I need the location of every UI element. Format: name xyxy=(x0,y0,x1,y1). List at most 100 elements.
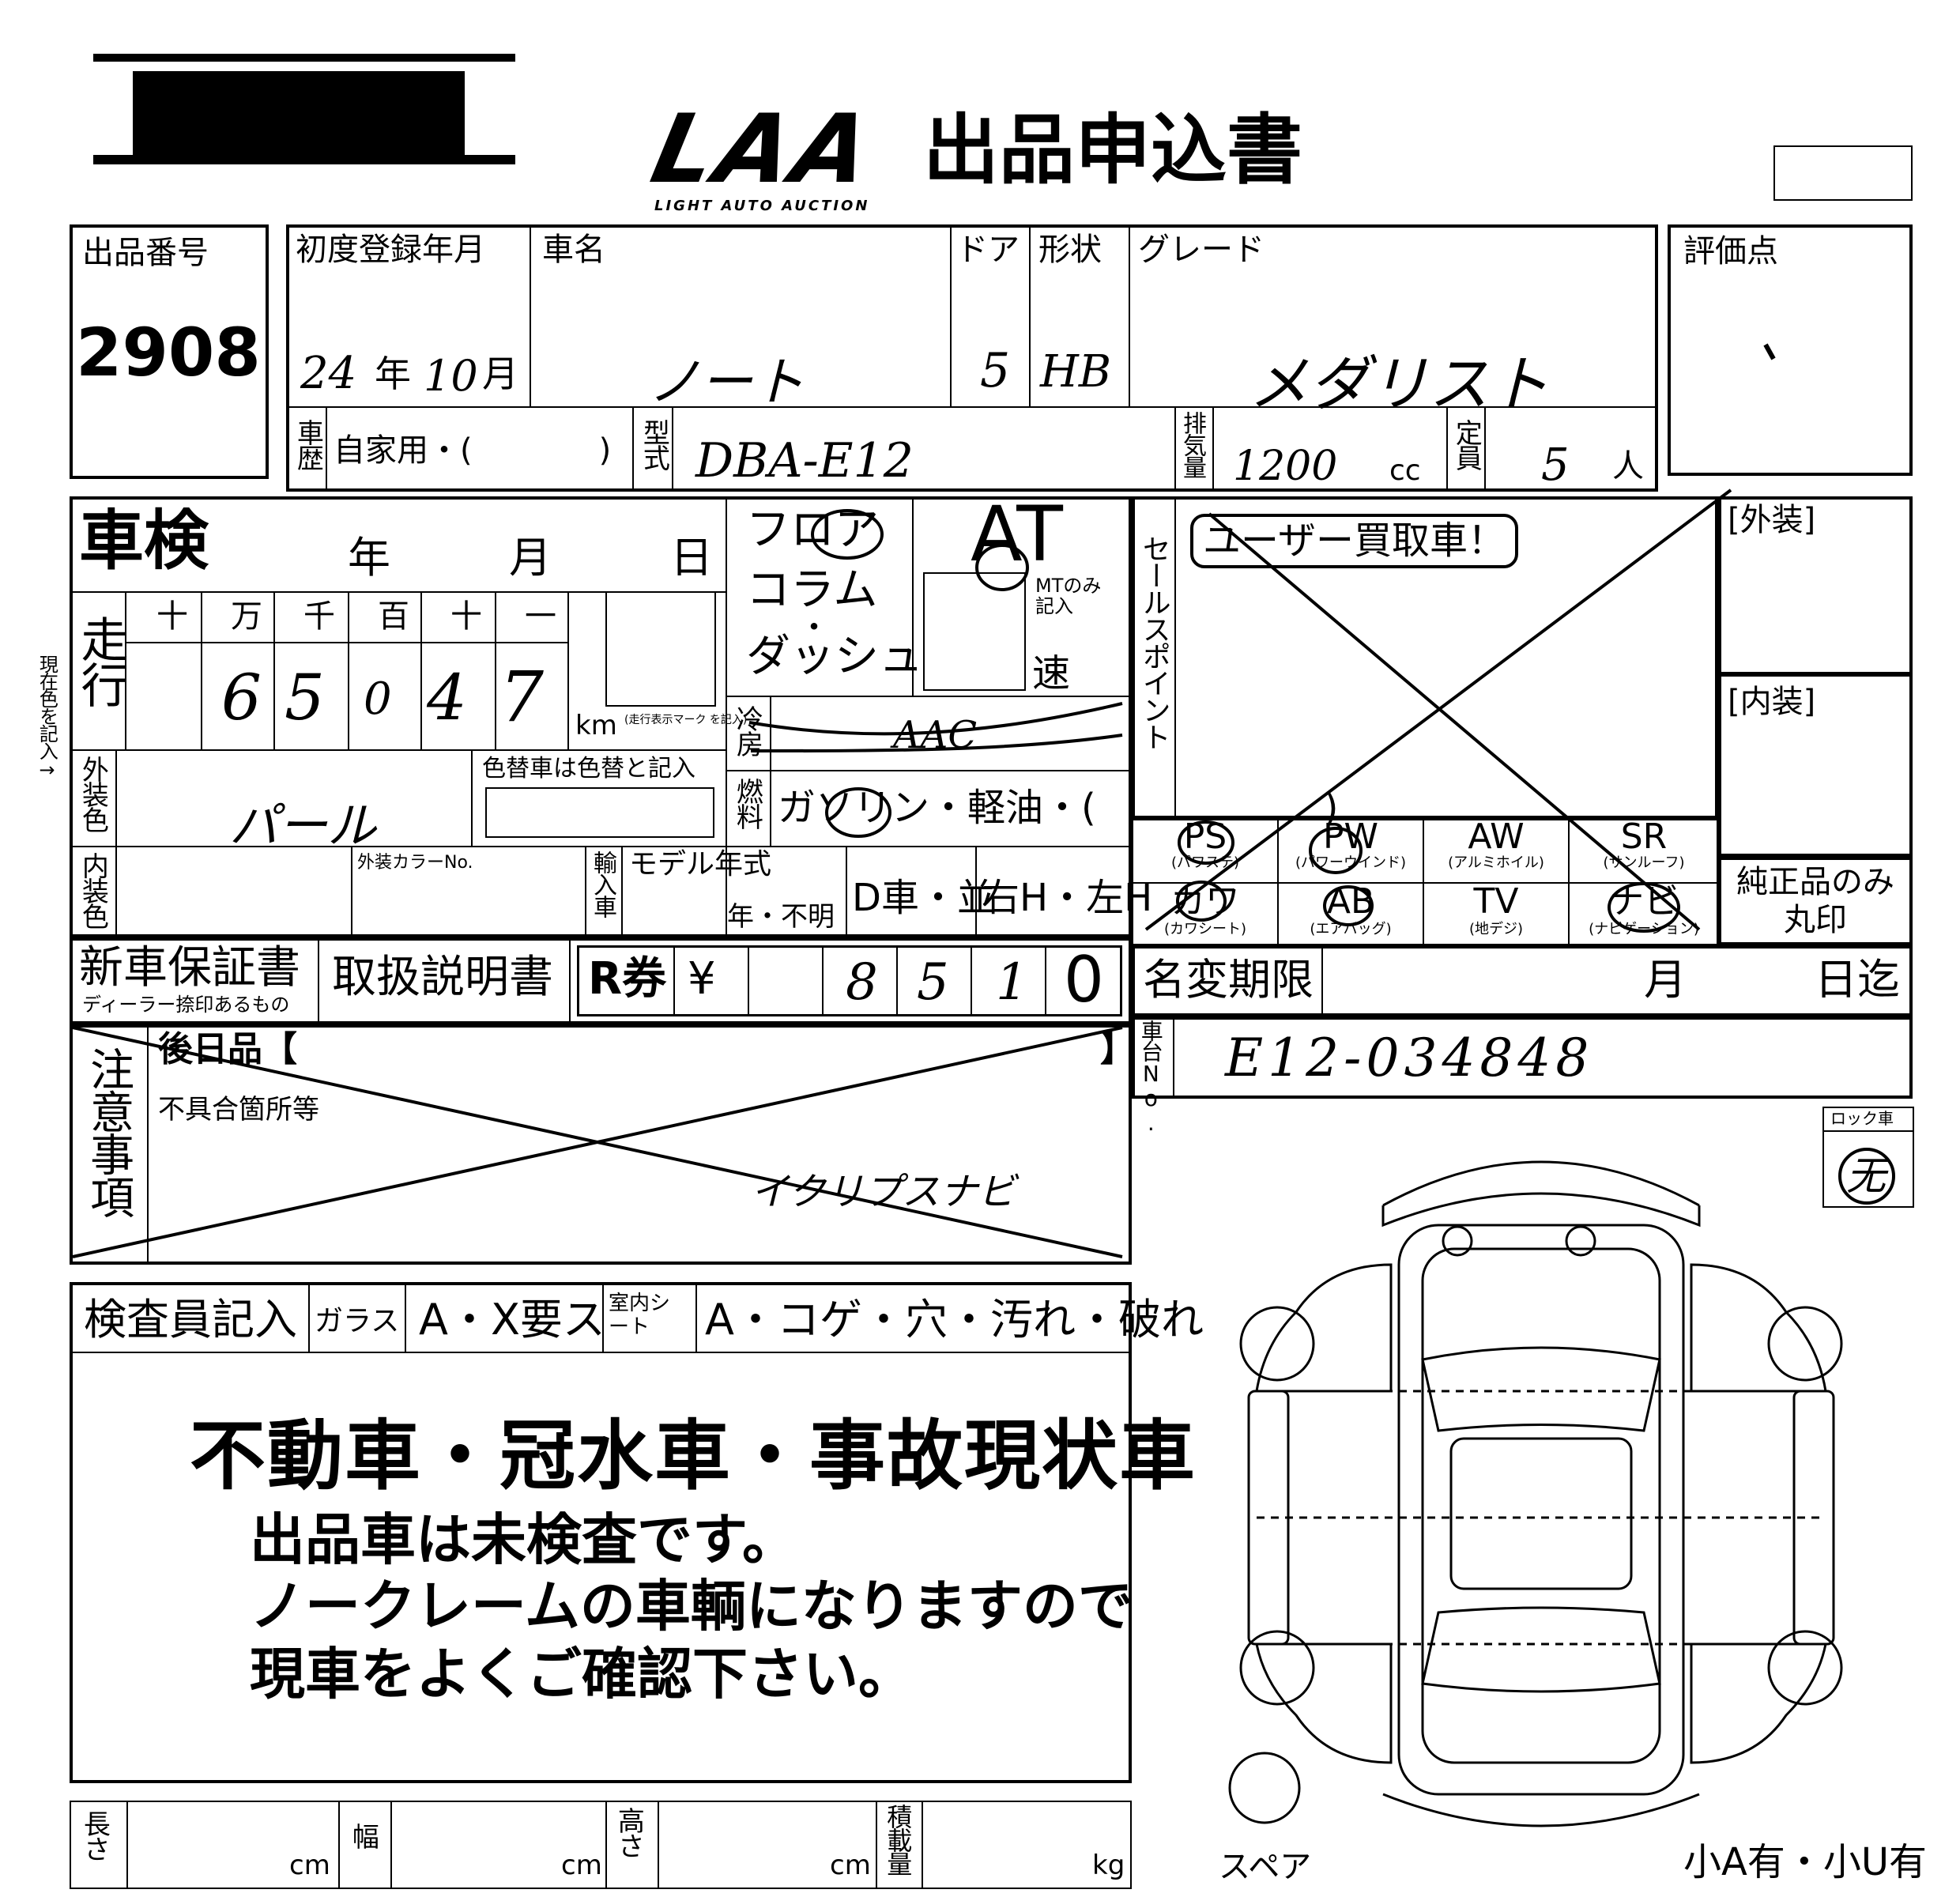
notes-bracket-close: 】 xyxy=(1100,1029,1135,1069)
seat-options[interactable]: A・コゲ・穴・汚れ・破れ xyxy=(705,1295,1204,1344)
shaken-year-unit: 年 xyxy=(348,533,390,583)
mileage-digit-5: 7 xyxy=(499,656,544,737)
capacity-unit: 人 xyxy=(1612,448,1644,485)
inspector-label: 検査員記入 xyxy=(84,1295,297,1344)
mt-note: MTのみ 記入 xyxy=(1035,575,1102,618)
warranty-sub: ディーラー捺印あるもの xyxy=(82,994,290,1016)
registration-label: 初度登録年月 xyxy=(296,232,485,268)
equip-sr[interactable]: SR (サンルーフ) xyxy=(1571,819,1717,871)
shift-dot: ・ xyxy=(798,609,830,646)
notes-later: 後日品【 xyxy=(158,1029,297,1069)
model-value: DBA-E12 xyxy=(695,433,914,488)
mileage-unit: km xyxy=(575,710,617,741)
equip-aw-sub: (アルミホイル) xyxy=(1448,854,1544,871)
glass-label: ガラス xyxy=(315,1305,400,1337)
redacted-stamp xyxy=(93,54,515,164)
shift-column[interactable]: コラム xyxy=(746,564,878,616)
documents-row xyxy=(70,937,1132,1024)
exterior-color-value: パール xyxy=(229,797,377,854)
equip-kawa-code: カワ xyxy=(1170,881,1240,922)
warranty-label: 新車保証書 xyxy=(79,942,300,994)
shaken-box xyxy=(70,496,1132,937)
spare-tire xyxy=(1228,1752,1301,1824)
vehicle-info-box xyxy=(286,224,1658,492)
recycle-digit-3: 5 xyxy=(917,953,949,1012)
door-value: 5 xyxy=(980,343,1011,398)
door-label: ドア xyxy=(956,232,1020,268)
dim-load-label: 積載量 xyxy=(883,1804,914,1875)
shaken-month-unit: 月 xyxy=(509,533,552,583)
history-value: 自家用・( ) xyxy=(334,432,612,469)
equip-ab-sub: (エアバッグ) xyxy=(1310,921,1392,937)
recycle-currency: ¥ xyxy=(688,953,716,1005)
registration-year-unit: 年 xyxy=(375,353,411,395)
interior-color-label: 内装色 xyxy=(77,852,109,928)
equip-tv[interactable]: TV (地デジ) xyxy=(1426,882,1566,937)
chassis-label: 車台No. xyxy=(1137,1020,1164,1134)
spare-label: スペア xyxy=(1219,1849,1312,1885)
mileage-label: 走行 xyxy=(73,615,128,707)
equip-navi-code: ナビ xyxy=(1609,881,1679,922)
lock-value: 无 xyxy=(1846,1153,1886,1199)
lot-label: 出品番号 xyxy=(82,235,209,271)
registration-month-unit: 月 xyxy=(482,353,518,395)
warning-line2: 出品車は未検査です。 xyxy=(250,1507,797,1572)
recycle-label: R券 xyxy=(588,953,667,1005)
transfer-box xyxy=(1132,945,1913,1016)
glass-options[interactable]: A・X要ス xyxy=(419,1295,605,1344)
car-name-label: 車名 xyxy=(542,232,605,268)
equip-aw[interactable]: AW (アルミホイル) xyxy=(1426,819,1566,871)
equip-sr-sub: (サンルーフ) xyxy=(1603,854,1685,871)
shift-at[interactable]: AT xyxy=(971,490,1063,579)
mt-box xyxy=(923,572,1026,691)
transfer-day: 日迄 xyxy=(1815,955,1900,1005)
shaken-day-unit: 日 xyxy=(670,533,713,583)
equip-navi[interactable]: ナビ (ナビゲーション) xyxy=(1571,882,1717,937)
dim-length-unit: cm xyxy=(289,1850,330,1881)
transfer-label: 名変期限 xyxy=(1143,955,1314,1005)
logo-text: LAA xyxy=(643,95,884,205)
recycle-box xyxy=(577,945,1122,1016)
dim-width-unit: cm xyxy=(561,1850,602,1881)
dim-height-unit: cm xyxy=(830,1850,871,1881)
equip-pw[interactable]: PW (パワーウインド) xyxy=(1280,819,1421,871)
equip-tv-sub: (地デジ) xyxy=(1468,921,1524,937)
equip-sr-code: SR xyxy=(1620,817,1668,857)
lot-number: 2908 xyxy=(76,314,261,391)
repaint-box xyxy=(485,787,714,838)
equip-ab[interactable]: AB (エアバッグ) xyxy=(1280,882,1421,937)
user-buy-badge: ユーザー買取車！ xyxy=(1190,514,1519,568)
digit-header-2: 千 xyxy=(303,598,335,635)
model-year-unknown: 年・不明 xyxy=(727,901,835,933)
equip-ps-code: PS xyxy=(1183,817,1227,857)
equip-pw-code: PW xyxy=(1322,817,1379,857)
equip-ps[interactable]: PS (パワステ) xyxy=(1135,819,1276,871)
current-color-note: 現在色を記入→ xyxy=(36,654,58,779)
dim-length-label: 長さ xyxy=(78,1810,111,1861)
corner-box xyxy=(1773,145,1913,201)
dim-load-unit: kg xyxy=(1092,1850,1125,1881)
logo-subtitle: LIGHT AUTO AUCTION xyxy=(654,198,870,214)
grade-value: メダリスト xyxy=(1249,349,1549,419)
handle-options[interactable]: 右H・左H xyxy=(982,876,1153,920)
equip-ab-code: AB xyxy=(1326,881,1375,922)
model-label: 型式 xyxy=(638,419,670,470)
mileage-note: (走行表示マーク を記入) xyxy=(624,714,748,726)
shift-dash[interactable]: ダッシュ xyxy=(746,631,923,682)
capacity-label: 定員 xyxy=(1450,419,1483,470)
color-no-label: 外装カラーNo. xyxy=(357,853,473,873)
equip-ps-sub: (パワステ) xyxy=(1170,854,1240,871)
dimensions-box xyxy=(70,1801,1132,1889)
registration-year: 24 xyxy=(300,348,357,399)
equip-kawa[interactable]: カワ (カワシート) xyxy=(1135,882,1276,937)
notes-box xyxy=(70,1024,1132,1265)
history-label: 車歴 xyxy=(292,419,324,470)
registration-month: 10 xyxy=(424,351,478,401)
mileage-digit-3: 0 xyxy=(364,673,392,725)
sales-point-label: セールスポイント xyxy=(1137,534,1170,749)
recycle-digit-5: 0 xyxy=(1064,943,1104,1016)
dealer-options[interactable]: D車・並 xyxy=(852,876,995,920)
displacement-value: 1200 xyxy=(1233,443,1338,490)
shift-floor[interactable]: フロア xyxy=(746,504,879,556)
dim-height-label: 高さ xyxy=(612,1807,645,1857)
